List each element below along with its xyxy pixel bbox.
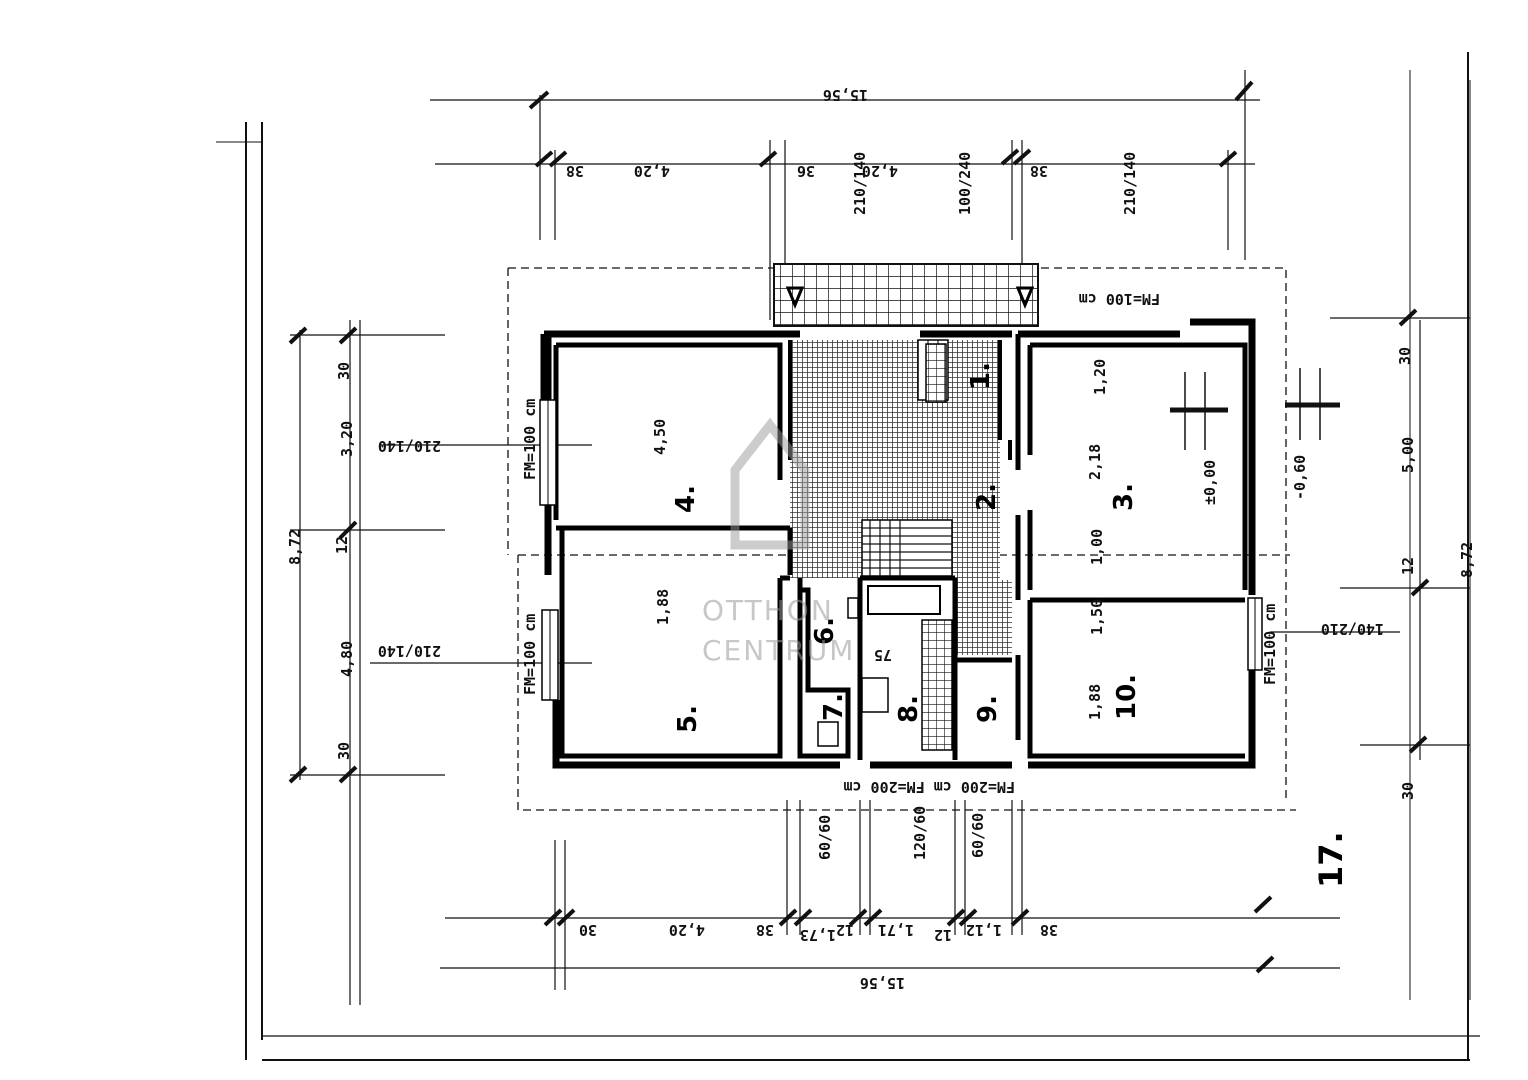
room-label-3: 3. bbox=[1109, 483, 1139, 511]
entrance-arrow-right bbox=[1015, 286, 1035, 309]
dim-right-win: 140/210 bbox=[1321, 620, 1384, 638]
dim-left-total: 8,72 bbox=[286, 529, 304, 565]
dim-left-5: 30 bbox=[335, 742, 353, 760]
room-label-1: 1. bbox=[966, 362, 996, 390]
dim-bot-2: 4,20 bbox=[669, 921, 705, 939]
dim-room4-h: 4,50 bbox=[651, 419, 669, 455]
dim-top-total: 15,56 bbox=[823, 86, 868, 104]
dim-bot-win-a: 60/60 bbox=[816, 815, 834, 860]
top-dimension-lines bbox=[430, 70, 1260, 320]
dim-top-win-c: 210/140 bbox=[1121, 152, 1139, 215]
watermark: OTTHON CENTRUM bbox=[702, 417, 855, 667]
dim-bot-7: 12 bbox=[934, 926, 952, 944]
dim-top-3: 36 bbox=[797, 162, 815, 180]
dim-room3-b: 2,18 bbox=[1086, 444, 1104, 480]
dim-room10-a: 1,50 bbox=[1088, 599, 1106, 635]
dim-room10-b: 1,88 bbox=[1086, 684, 1104, 720]
left-dimension-labels: 8,72 30 3,20 12 4,80 30 210/140 210/140 … bbox=[286, 362, 539, 760]
dim-left-win-b: 210/140 bbox=[378, 642, 441, 660]
eaves-outline bbox=[507, 267, 1296, 811]
dim-right-3: 12 bbox=[1399, 557, 1417, 575]
watermark-line1: OTTHON bbox=[702, 594, 834, 627]
dim-top-win-b: 100/240 bbox=[956, 152, 974, 215]
wardrobe bbox=[925, 343, 947, 403]
left-dimension-lines bbox=[288, 320, 592, 1005]
bottom-dimension-labels: 15,56 30 4,20 38 1,73 12 1,71 12 1,12 38… bbox=[579, 778, 1058, 992]
dim-top-2: 4,20 bbox=[634, 162, 670, 180]
dim-bottom-total: 15,56 bbox=[860, 974, 905, 992]
dim-top-1: 38 bbox=[566, 162, 584, 180]
watermark-line2: CENTRUM bbox=[702, 634, 855, 667]
dim-bot-6: 1,71 bbox=[878, 921, 914, 939]
dim-right-1: 30 bbox=[1396, 347, 1414, 365]
fm-bottom: FM=200 cm FM=200 cm bbox=[843, 778, 1015, 796]
room-label-10: 10. bbox=[1112, 674, 1142, 720]
room-label-6: 6. bbox=[810, 617, 840, 645]
level-floor: ±0,00 bbox=[1201, 460, 1219, 505]
dim-kitchen: 75 bbox=[874, 646, 892, 664]
dim-bot-1: 30 bbox=[579, 921, 597, 939]
dim-right-total: 8,72 bbox=[1458, 542, 1476, 578]
bottom-dimension-lines bbox=[440, 800, 1340, 990]
dim-top-win-a: 210/140 bbox=[851, 152, 869, 215]
radiator-symbol bbox=[1170, 368, 1340, 450]
right-dimension-labels: 8,72 30 5,00 12 30 140/210 FM=100 cm -0,… bbox=[1261, 347, 1476, 800]
windows bbox=[539, 339, 1263, 701]
dim-right-4: 30 bbox=[1399, 782, 1417, 800]
room-label-9: 9. bbox=[973, 695, 1003, 723]
room-label-4: 4. bbox=[671, 485, 701, 513]
room-label-8: 8. bbox=[894, 695, 924, 723]
hall-area bbox=[790, 340, 1012, 655]
dim-bot-8: 1,12 bbox=[966, 921, 1002, 939]
dim-bot-5: 12 bbox=[836, 921, 854, 939]
dim-top-5: 38 bbox=[1030, 162, 1048, 180]
top-dimension-labels: 15,56 38 4,20 36 4,20 38 210/140 100/240… bbox=[566, 86, 1160, 308]
dim-top-4: 4,20 bbox=[862, 162, 898, 180]
room-label-2: 2. bbox=[972, 483, 1002, 511]
right-dimension-lines bbox=[1270, 308, 1470, 760]
fm-right: FM=100 cm bbox=[1261, 604, 1279, 685]
dim-bot-9: 38 bbox=[1040, 921, 1058, 939]
dim-room5-h: 1,88 bbox=[654, 589, 672, 625]
dim-bot-win-b: 120/60 bbox=[911, 806, 929, 860]
level-outside: -0,60 bbox=[1291, 455, 1309, 500]
dim-bot-win-c: 60/60 bbox=[969, 813, 987, 858]
room-label-5: 5. bbox=[673, 705, 703, 733]
dim-left-win-a: 210/140 bbox=[378, 437, 441, 455]
dim-bot-3: 38 bbox=[756, 921, 774, 939]
room-label-7: 7. bbox=[819, 693, 849, 721]
fm-left-a: FM=100 cm bbox=[521, 399, 539, 480]
dim-left-3: 12 bbox=[333, 536, 351, 554]
entrance-canopy bbox=[773, 263, 1039, 327]
room-label-17: 17. bbox=[1312, 831, 1350, 888]
bath-fixtures bbox=[817, 585, 953, 751]
dim-bot-4: 1,73 bbox=[800, 926, 836, 944]
dim-room3-a: 1,20 bbox=[1091, 359, 1109, 395]
fm-top: FM=100 cm bbox=[1079, 290, 1160, 308]
interior-walls bbox=[553, 334, 1248, 760]
entrance-arrow-left bbox=[785, 286, 805, 309]
room-dimension-labels: 4,50 1,88 1,20 2,18 1,00 1,50 1,88 ±0,00… bbox=[651, 359, 1219, 720]
dim-left-4: 4,80 bbox=[338, 641, 356, 677]
room-labels: 1. 2. 3. 4. 5. 6. 7. 8. 9. 10. 17. bbox=[671, 362, 1350, 888]
staircase bbox=[861, 519, 953, 577]
dim-room3-c: 1,00 bbox=[1088, 529, 1106, 565]
dim-left-1: 30 bbox=[335, 362, 353, 380]
dim-right-2: 5,00 bbox=[1399, 437, 1417, 473]
dim-left-2: 3,20 bbox=[338, 421, 356, 457]
fm-left-b: FM=100 cm bbox=[521, 614, 539, 695]
